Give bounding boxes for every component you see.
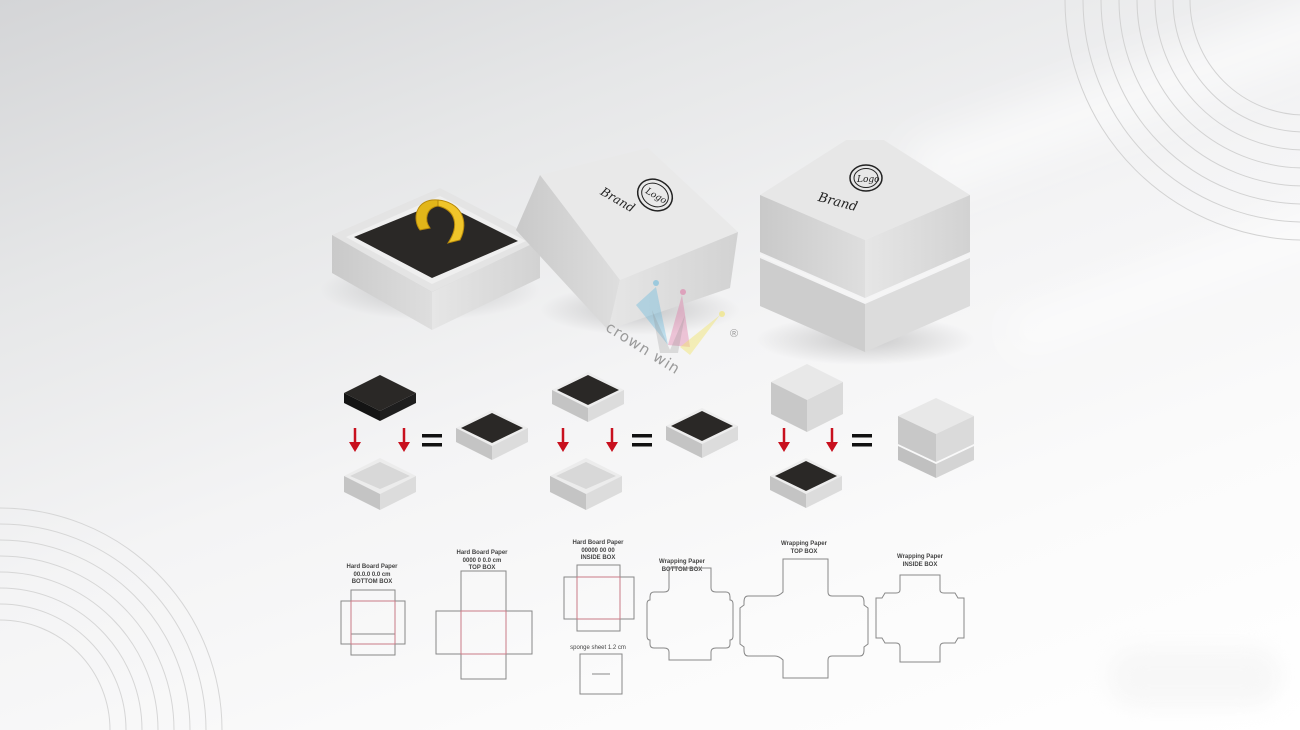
closed-box: Logo Brand: [755, 140, 975, 365]
tray-insert-icon: [552, 372, 624, 422]
tray-icon: [344, 458, 416, 510]
dieline-inside-box: [563, 564, 635, 632]
foam-insert-icon: [344, 375, 416, 421]
tray-icon: [550, 458, 622, 510]
assembly-step-3: [770, 364, 974, 508]
registered-mark: ®: [730, 328, 739, 340]
dieline-sponge-insert: [579, 653, 623, 695]
down-arrow-icon: [396, 426, 412, 454]
dieline-wrapping-top: [739, 558, 869, 679]
assembly-diagram: [344, 364, 974, 510]
tray-insert-icon: [770, 458, 842, 508]
assembly-step-2: [550, 372, 738, 510]
down-arrow-icon: [604, 426, 620, 454]
equals-icon: [422, 434, 442, 447]
crown-win-logo: [636, 280, 725, 355]
decorative-rings-bottom-left: [0, 507, 223, 730]
open-ring-box: [320, 188, 540, 330]
foam-insert: [354, 202, 518, 278]
light-streak: [1005, 182, 1300, 358]
blurred-badge: [1110, 650, 1280, 705]
down-arrow-icon: [776, 426, 792, 454]
equals-icon: [632, 434, 652, 447]
dieline-bottom-box: [340, 589, 406, 656]
dieline-top-box: [435, 570, 533, 680]
dielines: [340, 558, 965, 695]
gold-ring: [437, 199, 465, 244]
svg-text:Logo: Logo: [856, 175, 880, 185]
result-tray-insert-icon: [456, 410, 528, 460]
dieline-wrapping-inside: [875, 574, 965, 663]
product-boxes: Logo Brand Logo Brand: [320, 140, 975, 365]
box-lid: Logo Brand: [516, 148, 740, 335]
result-nested-tray-icon: [666, 408, 738, 458]
down-arrow-icon: [824, 426, 840, 454]
result-closed-box-icon: [898, 398, 974, 478]
insert-dieline-label: sponge sheet 1.2 cm: [570, 645, 626, 651]
lid-icon: [771, 364, 843, 432]
equals-icon: [852, 434, 872, 447]
down-arrow-icon: [555, 426, 571, 454]
down-arrow-icon: [347, 426, 363, 454]
assembly-step-1: [344, 375, 528, 510]
dieline-wrapping-bottom: [646, 567, 734, 661]
